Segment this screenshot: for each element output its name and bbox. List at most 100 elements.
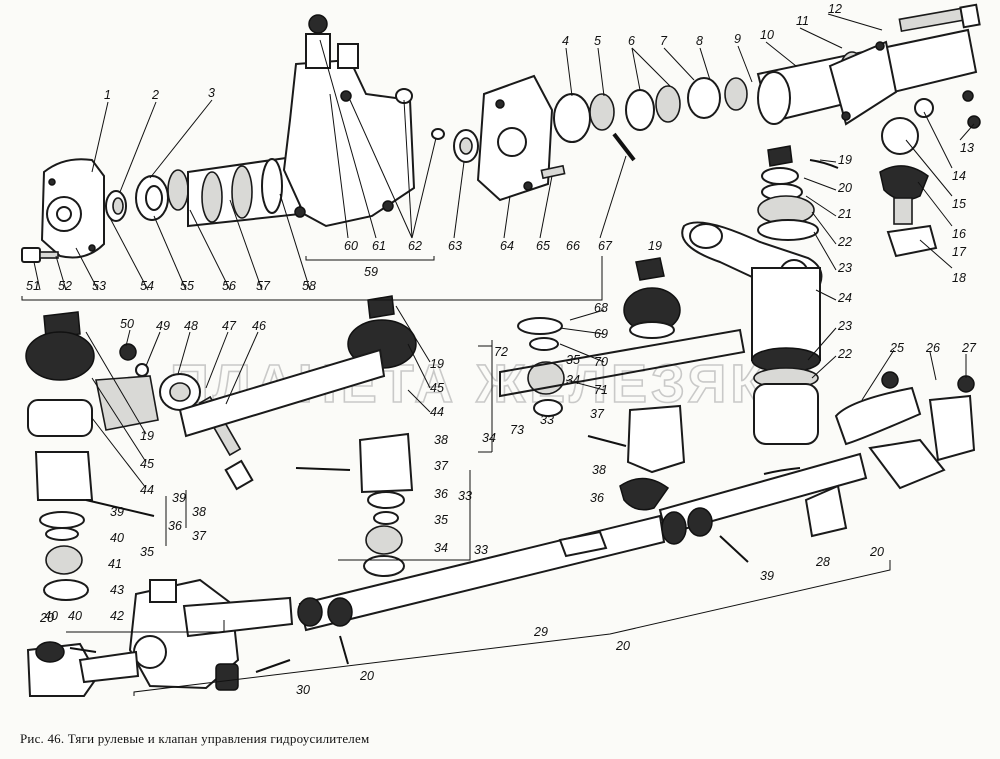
callout: 39	[172, 491, 186, 505]
callout: 20	[837, 181, 852, 195]
callout: 56	[222, 279, 236, 293]
callout: 6	[628, 34, 635, 48]
callout: 46	[252, 319, 266, 333]
callout: 34	[566, 373, 580, 387]
callout: 12	[828, 2, 842, 16]
callout: 72	[494, 345, 508, 359]
callout: 16	[952, 227, 966, 241]
middle-ball-joint-column	[347, 295, 417, 577]
callout: 39	[760, 569, 774, 583]
callout: 35	[566, 353, 580, 367]
callout: 33	[474, 543, 488, 557]
center-ball-joint	[517, 257, 686, 511]
callout: 15	[952, 197, 966, 211]
callout: 44	[140, 483, 154, 497]
valve-cover	[40, 158, 105, 259]
callout: 53	[92, 279, 106, 293]
callout: 20	[869, 545, 884, 559]
right-tie-rod-end	[804, 371, 976, 538]
callout: 19	[648, 239, 662, 253]
valve-nut-washers	[105, 169, 189, 222]
callout: 45	[430, 381, 444, 395]
callout: 19	[140, 429, 154, 443]
callout: 41	[108, 557, 122, 571]
callout: 22	[837, 347, 852, 361]
callout-numbers: 1 2 3 4 5 6 7 8 9 10 11 12 13 14 15 16 1…	[26, 2, 977, 697]
callout: 20	[39, 611, 54, 625]
callout: 61	[372, 239, 386, 253]
callout: 36	[434, 487, 448, 501]
callout: 63	[448, 239, 462, 253]
callout: 65	[536, 239, 550, 253]
callout: 9	[734, 32, 741, 46]
callout: 47	[222, 319, 237, 333]
callout: 14	[952, 169, 966, 183]
valve-screw-65	[540, 164, 566, 180]
callout: 57	[256, 279, 271, 293]
valve-spool	[187, 154, 301, 228]
callout: 8	[696, 34, 703, 48]
callout: 50	[120, 317, 134, 331]
callout: 70	[594, 355, 608, 369]
callout: 36	[590, 491, 604, 505]
left-ball-joint-column	[25, 311, 159, 601]
callout: 37	[192, 529, 207, 543]
callout: 45	[140, 457, 154, 471]
callout: 73	[510, 423, 524, 437]
callout: 60	[344, 239, 358, 253]
callout: 20	[615, 639, 630, 653]
callout: 34	[434, 541, 448, 555]
callout: 22	[837, 235, 852, 249]
figure-caption: Рис. 46. Тяги рулевые и клапан управлени…	[20, 731, 370, 746]
ball-pin-14-18	[879, 90, 981, 258]
drag-link	[178, 328, 746, 438]
callout: 2	[151, 88, 159, 102]
callout: 40	[110, 531, 124, 545]
callout: 62	[408, 239, 422, 253]
callout: 35	[140, 545, 154, 559]
callout: 71	[594, 383, 608, 397]
callout: 35	[434, 513, 448, 527]
leader-lines	[33, 13, 975, 489]
valve-rod-piston	[553, 77, 748, 162]
callout: 34	[482, 431, 496, 445]
callout: 49	[156, 319, 170, 333]
callout: 19	[430, 357, 444, 371]
callout: 44	[430, 405, 444, 419]
callout: 5	[594, 34, 601, 48]
callout: 52	[58, 279, 72, 293]
callout: 40	[68, 609, 82, 623]
callout: 11	[796, 14, 809, 28]
callout: 25	[889, 341, 904, 355]
steering-cylinder	[756, 3, 981, 126]
callout: 29	[533, 625, 548, 639]
valve-washer-63	[453, 129, 479, 163]
callout: 21	[837, 207, 852, 221]
callout: 4	[562, 34, 569, 48]
callout: 39	[110, 505, 124, 519]
callout: 58	[302, 279, 316, 293]
callout: 26	[925, 341, 940, 355]
callout: 13	[960, 141, 974, 155]
callout: 27	[961, 341, 977, 355]
callout: 51	[26, 279, 40, 293]
callout: 68	[594, 301, 608, 315]
callout: 24	[837, 291, 852, 305]
callout: 33	[458, 489, 472, 503]
callout: 40	[44, 609, 58, 623]
callout: 69	[594, 327, 608, 341]
callout: 38	[592, 463, 606, 477]
valve-flange-64	[476, 74, 554, 202]
callout: 20	[359, 669, 374, 683]
group-brackets	[21, 256, 891, 696]
callout: 43	[110, 583, 124, 597]
callout: 1	[104, 88, 111, 102]
callout: 28	[815, 555, 830, 569]
callout: 54	[140, 279, 154, 293]
callout: 48	[184, 319, 198, 333]
callout: 42	[110, 609, 124, 623]
callout: 18	[952, 271, 966, 285]
callout: 37	[434, 459, 449, 473]
callout: 33	[540, 413, 554, 427]
callout: 36	[168, 519, 182, 533]
